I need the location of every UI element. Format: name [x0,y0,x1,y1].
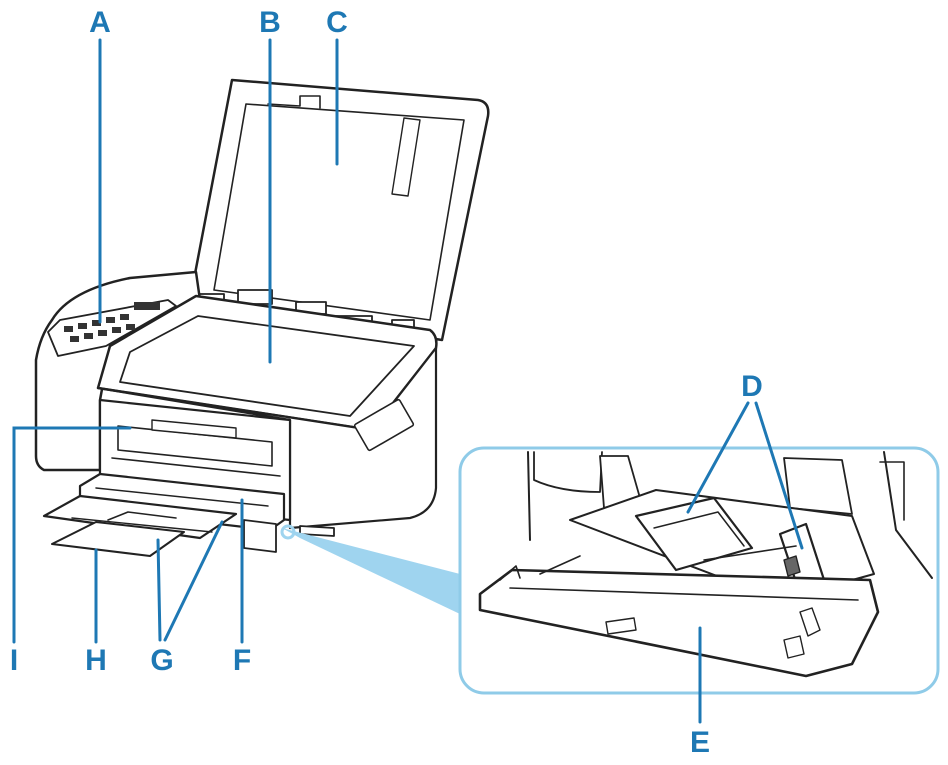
leader-g-left [158,540,160,640]
label-e: E [690,726,710,759]
label-c: C [326,6,348,39]
label-f: F [233,644,251,677]
label-g: G [150,644,173,677]
label-a: A [89,6,111,39]
label-h: H [85,644,107,677]
label-i: I [10,644,18,677]
callout-beam [282,528,460,614]
label-d: D [741,370,763,403]
label-b: B [259,6,281,39]
printer-illustration [36,80,488,556]
